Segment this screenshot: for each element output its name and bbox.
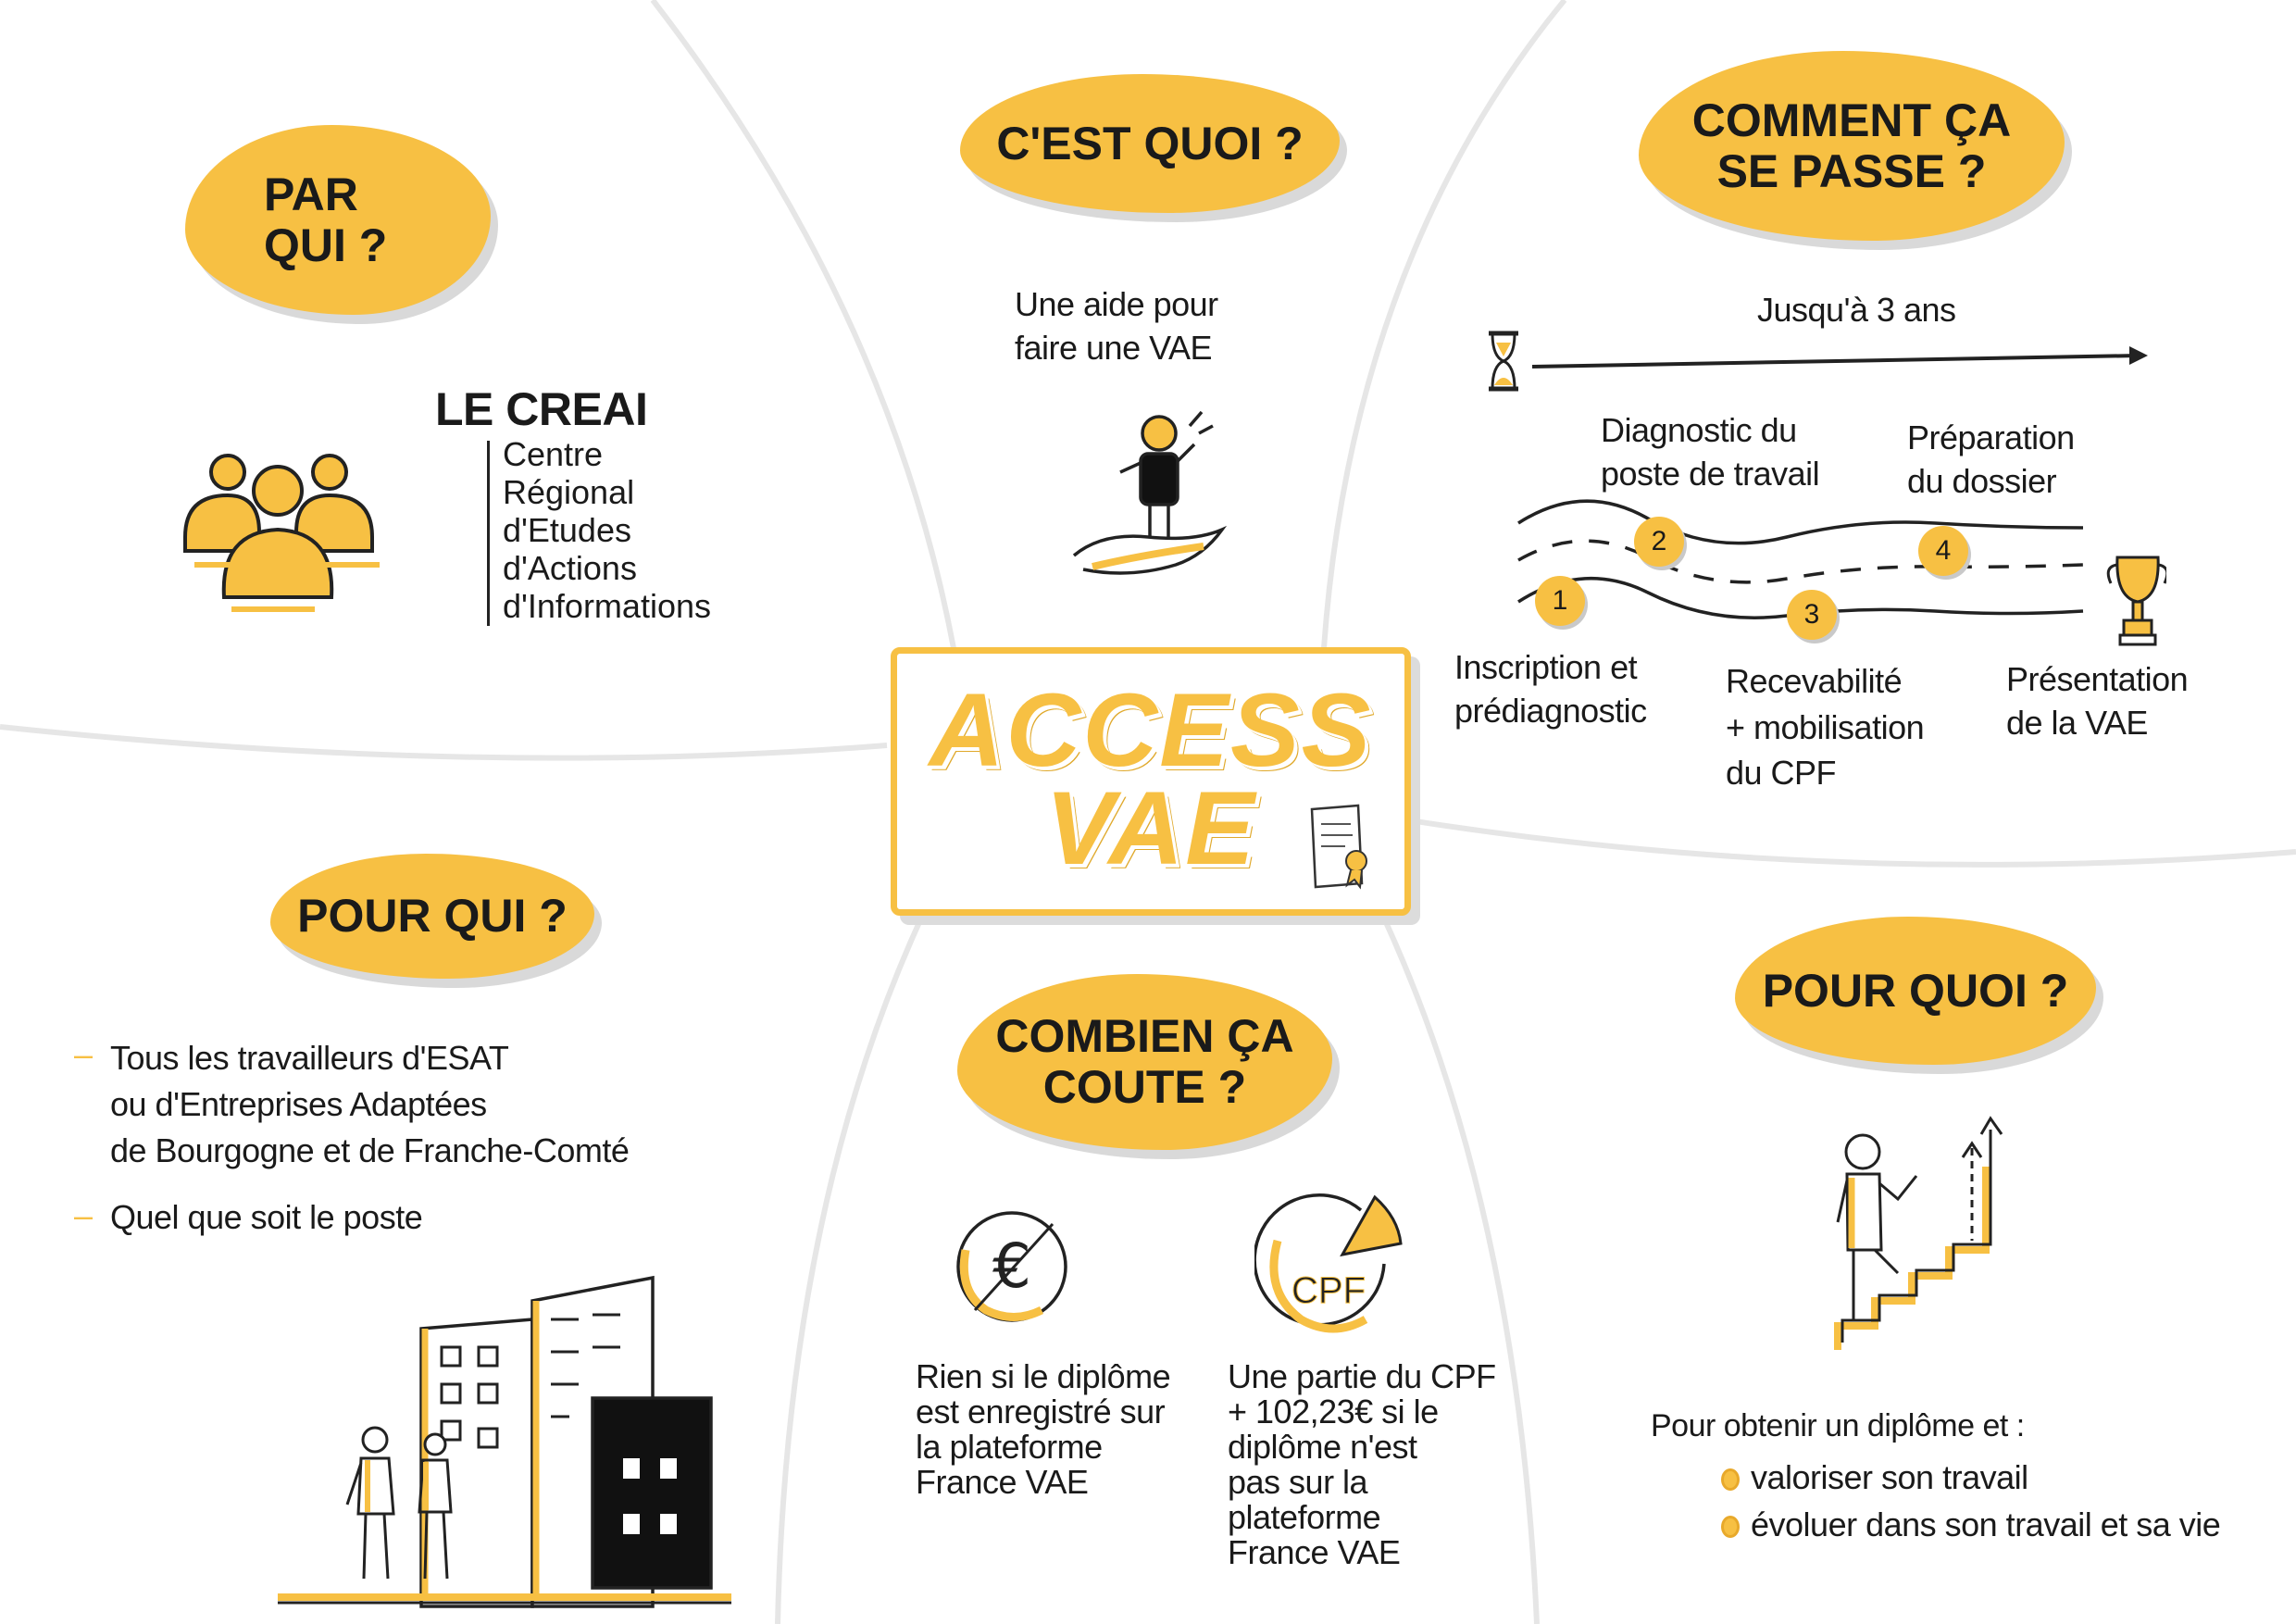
bullet-icon	[1721, 1468, 1740, 1492]
main-title: ACCESS VAE	[929, 672, 1373, 887]
divider-curve	[1321, 0, 1567, 649]
bullet-icon	[1721, 1516, 1740, 1539]
group-people-icon	[183, 454, 380, 612]
duration-label: Jusqu'à 3 ans	[1757, 291, 1956, 329]
step-4-badge: 4	[1918, 526, 1968, 576]
center-title-box: ACCESS VAE	[891, 647, 1411, 916]
step-2-badge: 2	[1634, 517, 1684, 567]
divider-curve	[1377, 906, 1540, 1624]
timeline-arrow	[1531, 354, 2140, 369]
section-title-par-qui: PAR QUI ?	[185, 125, 491, 315]
pour-quoi-item-text: valoriser son travail	[1751, 1458, 2028, 1496]
section-title-combien: COMBIEN ÇA COUTE ?	[957, 974, 1332, 1150]
euro-symbol: €	[992, 1230, 1031, 1302]
pour-qui-item: Quel que soit le poste	[110, 1198, 423, 1236]
divider-curve	[1403, 817, 2296, 868]
org-full-name: Centre Régional d'Etudes d'Actions d'Inf…	[503, 435, 711, 625]
certificate-icon	[1310, 804, 1367, 890]
climbing-stairs-icon	[1834, 1116, 2003, 1350]
org-line: d'Etudes	[503, 511, 631, 549]
hourglass-icon	[1489, 331, 1518, 392]
org-line: d'Actions	[503, 549, 637, 587]
cpf-pie-icon: CPF	[1254, 1193, 1403, 1333]
process-road	[1489, 331, 2166, 646]
trophy-icon	[2106, 556, 2166, 646]
cpf-label: CPF	[1292, 1270, 1366, 1311]
pour-quoi-item: valoriser son travail	[1721, 1456, 2028, 1500]
org-line: Régional	[503, 473, 635, 511]
final-step-label: Présentation de la VAE	[2006, 660, 2189, 742]
free-cost-text: Rien si le diplôme est enregistré sur la…	[916, 1357, 1171, 1501]
no-euro-icon: €	[956, 1211, 1067, 1322]
step-4-label: Préparation du dossier	[1907, 418, 2075, 500]
pour-quoi-item: évoluer dans son travail et sa vie	[1721, 1504, 2221, 1547]
list-dash: –	[74, 1196, 94, 1234]
section-title-comment: COMMENT ÇA SE PASSE ?	[1639, 51, 2065, 241]
step-1-label: Inscription et prédiagnostic	[1454, 648, 1647, 730]
cest-quoi-text: Une aide pour faire une VAE	[1015, 285, 1218, 367]
step-1-badge: 1	[1535, 576, 1585, 626]
pour-qui-item: Tous les travailleurs d'ESAT ou d'Entrep…	[110, 1039, 630, 1169]
org-divider	[487, 441, 490, 626]
divider-curve	[0, 724, 888, 761]
buildings-people-illustration	[278, 1275, 731, 1608]
divider-curve	[650, 0, 956, 649]
org-line: d'Informations	[503, 587, 711, 625]
section-title-pour-qui: POUR QUI ?	[270, 854, 594, 979]
pour-quoi-intro: Pour obtenir un diplôme et :	[1651, 1408, 2025, 1443]
helping-hand-person-icon	[1072, 410, 1228, 575]
pour-quoi-item-text: évoluer dans son travail et sa vie	[1751, 1505, 2221, 1543]
list-dash: –	[74, 1035, 94, 1073]
org-name: LE CREAI	[435, 383, 648, 435]
step-3-badge: 3	[1787, 590, 1837, 640]
section-title-pour-quoi: POUR QUOI ?	[1735, 917, 2096, 1065]
section-title-cest-quoi: C'EST QUOI ?	[960, 74, 1340, 213]
divider-curve	[775, 906, 929, 1624]
step-3-label: Recevabilité + mobilisation du CPF	[1726, 662, 1925, 793]
org-line: Centre	[503, 435, 604, 473]
cpf-cost-text: Une partie du CPF + 102,23€ si le diplôm…	[1228, 1357, 1496, 1571]
step-2-label: Diagnostic du poste de travail	[1601, 411, 1820, 493]
